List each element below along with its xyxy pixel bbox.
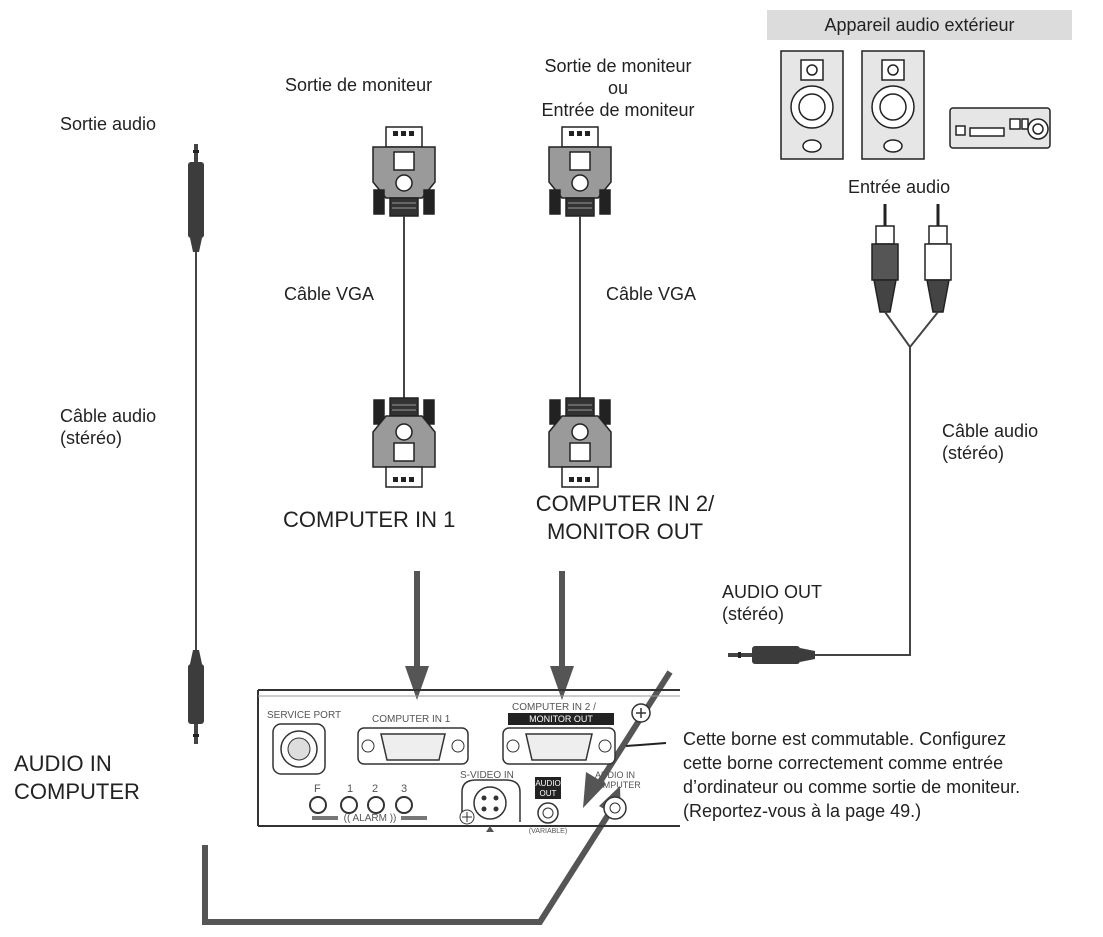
audio-cable-label-left: Câble audio (stéréo) <box>60 406 157 448</box>
right-audio-cable <box>815 311 939 656</box>
panel-audio-out-text-1: AUDIO <box>535 779 560 788</box>
audio-out-mini-plug <box>728 646 815 664</box>
alarm-1-text: 1 <box>347 783 353 795</box>
vga-connector-1-top <box>372 126 436 217</box>
alarm-f-text: F <box>314 783 321 795</box>
speaker-icon-left <box>780 50 844 160</box>
alarm-text: (( ALARM )) <box>344 813 397 824</box>
audio-in-computer-label: AUDIO IN COMPUTER <box>14 751 140 804</box>
note-pointer-line <box>625 742 667 747</box>
external-audio-device-label: Appareil audio extérieur <box>767 10 1072 40</box>
vga-connector-2-bottom <box>548 397 612 488</box>
panel-variable-text: (VARIABLE) <box>529 828 567 835</box>
panel-computer-in-1-text: COMPUTER IN 1 <box>372 714 451 725</box>
alarm-2-text: 2 <box>372 783 378 795</box>
speaker-icon-right <box>861 50 925 160</box>
rca-plug-left <box>871 204 899 313</box>
audio-input-label: Entrée audio <box>848 177 951 197</box>
arrow-computer-in-1 <box>405 571 429 700</box>
panel-audio-in-text-2: COMPUTER <box>589 780 641 790</box>
rca-plug-right <box>924 204 952 313</box>
audio-out-stereo-label: AUDIO OUT (stéréo) <box>722 582 823 624</box>
vga-connector-1-bottom <box>372 397 436 488</box>
vga-connector-2-top <box>548 126 612 217</box>
panel-computer-in-2-text: COMPUTER IN 2 / <box>512 702 596 713</box>
panel-s-video-text: S-VIDEO IN <box>460 770 514 781</box>
panel-audio-out-text-2: OUT <box>540 789 557 798</box>
computer-in-2-monitor-out-label: COMPUTER IN 2/ MONITOR OUT <box>535 491 715 544</box>
vga-cable-label-2: Câble VGA <box>606 284 697 304</box>
audio-output-label: Sortie audio <box>60 114 157 134</box>
panel-monitor-out-text: MONITOR OUT <box>529 714 593 724</box>
alarm-3-text: 3 <box>401 783 407 795</box>
stereo-amplifier-icon <box>949 107 1051 149</box>
switchable-terminal-note: Cette borne est commutable. Configurez c… <box>683 729 1021 821</box>
projector-back-panel: SERVICE PORT COMPUTER IN 1 COMPUTER IN 2… <box>257 689 680 835</box>
panel-audio-in-text-1: AUDIO IN <box>595 770 635 780</box>
arrow-audio-in-computer <box>202 786 621 925</box>
vga-cable-label-1: Câble VGA <box>284 284 375 304</box>
monitor-out-or-in-label: Sortie de moniteur ou Entrée de moniteur <box>541 56 695 120</box>
panel-service-port-text: SERVICE PORT <box>267 710 341 721</box>
arrow-computer-in-2 <box>550 571 574 700</box>
audio-cable-label-right: Câble audio (stéréo) <box>942 421 1039 463</box>
monitor-output-label: Sortie de moniteur <box>285 75 433 95</box>
left-audio-cable <box>188 144 204 744</box>
computer-in-1-label: COMPUTER IN 1 <box>283 507 456 532</box>
